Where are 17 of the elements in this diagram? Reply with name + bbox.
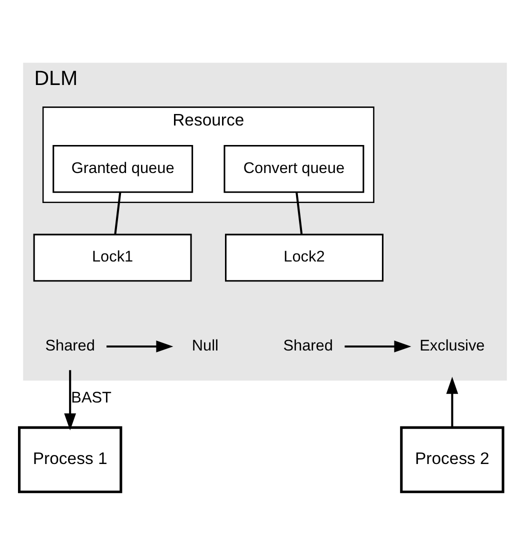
arrow bbox=[64, 370, 76, 430]
node-box: Lock2 bbox=[224, 233, 384, 282]
node-box: Lock1 bbox=[33, 233, 192, 282]
node-text: Shared bbox=[45, 336, 95, 354]
connector bbox=[114, 192, 122, 234]
node-box: Granted queue bbox=[52, 144, 194, 192]
node-box: Process 2 bbox=[400, 426, 504, 493]
node-text: Shared bbox=[283, 336, 333, 354]
arrow bbox=[446, 376, 458, 427]
node-box: Convert queue bbox=[224, 144, 364, 192]
edge-label: BAST bbox=[71, 389, 112, 406]
node-text: Null bbox=[192, 336, 218, 354]
arrow bbox=[106, 340, 174, 352]
node-text: Exclusive bbox=[420, 336, 485, 354]
arrow bbox=[344, 340, 412, 352]
node-box: Process 1 bbox=[18, 426, 122, 493]
connector bbox=[296, 192, 303, 234]
